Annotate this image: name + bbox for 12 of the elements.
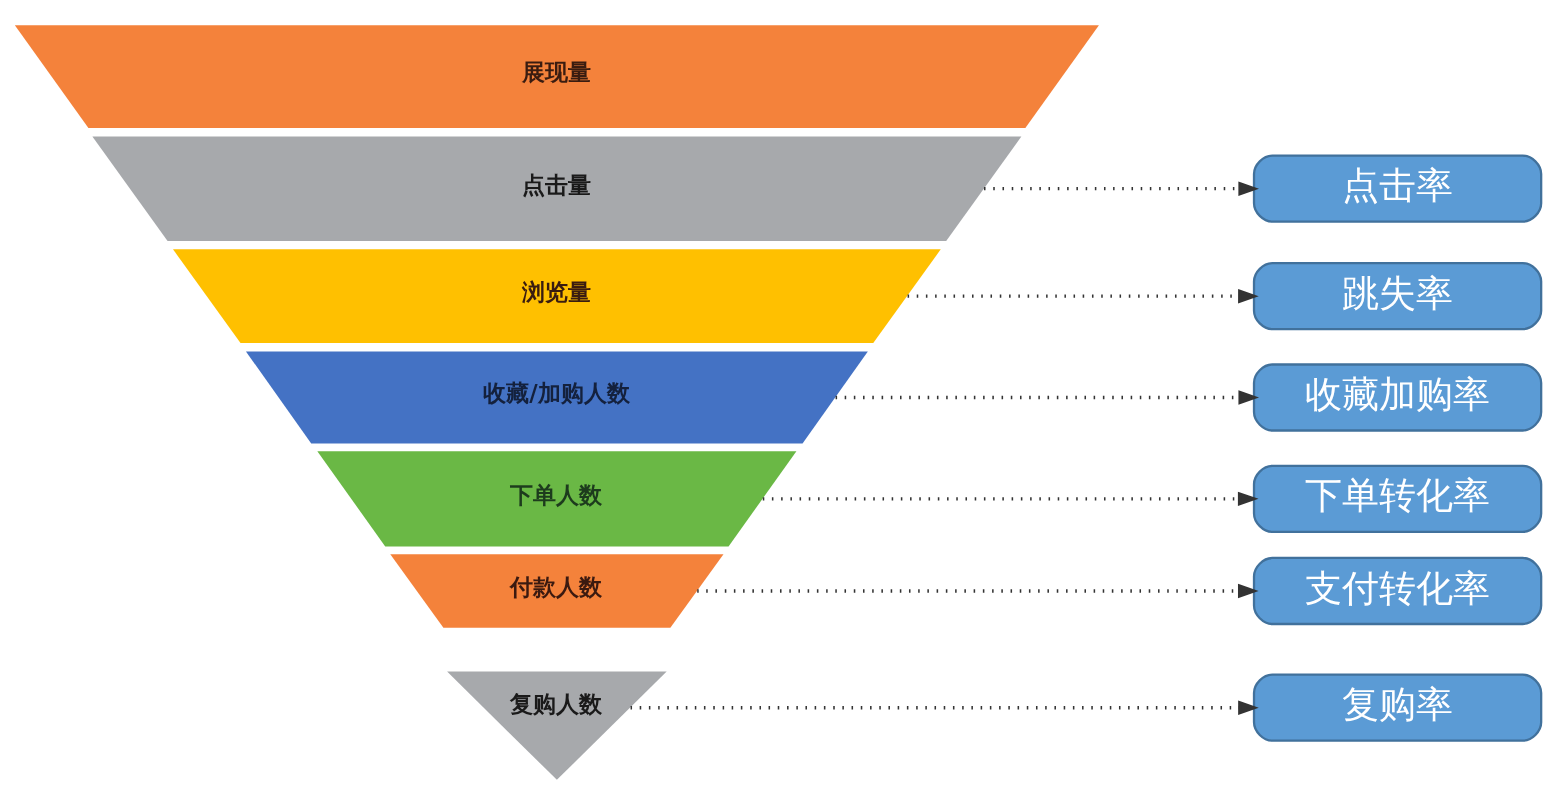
node-box: 复购率	[1252, 673, 1543, 742]
node-box: 支付转化率	[1252, 556, 1543, 625]
arrow	[697, 583, 1259, 598]
arrow	[907, 288, 1259, 303]
node-box: 跳失率	[1252, 261, 1543, 330]
arrow	[984, 180, 1259, 196]
node-box: 点击率	[1252, 154, 1543, 223]
arrow	[835, 389, 1260, 405]
node-box: 下单转化率	[1252, 464, 1543, 533]
arrow	[762, 491, 1259, 506]
node-box: 收藏加购率	[1252, 362, 1543, 432]
arrow	[630, 699, 1259, 715]
